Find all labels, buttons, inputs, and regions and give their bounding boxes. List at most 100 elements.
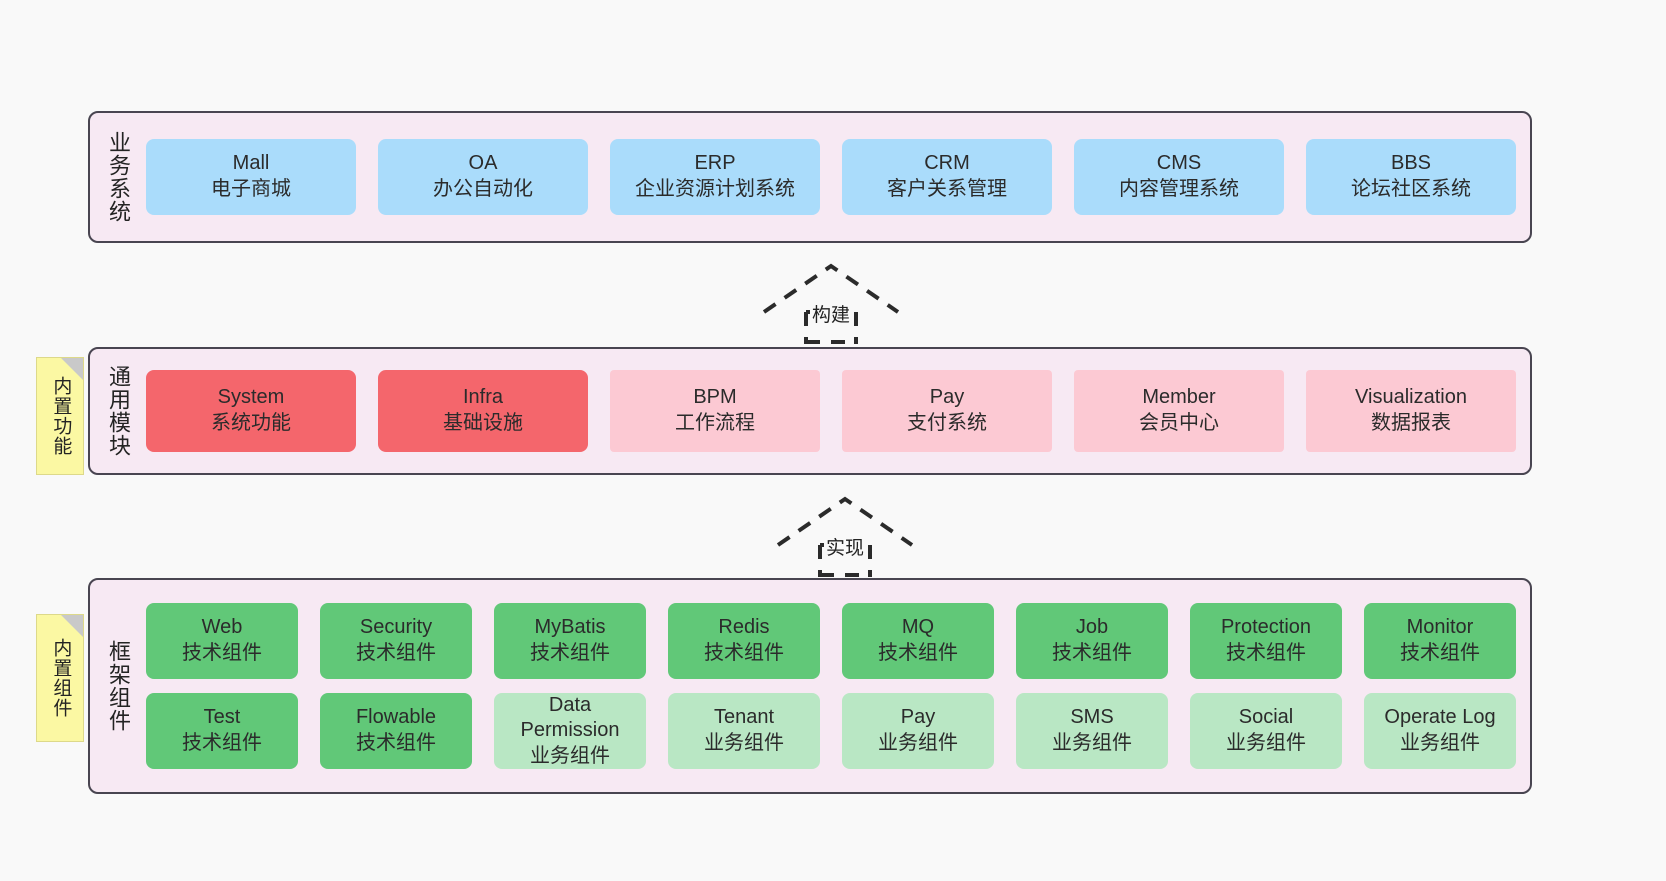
layer-label-business-system: 业务系统	[105, 131, 131, 223]
node-crm[interactable]: CRM 客户关系管理	[842, 139, 1052, 215]
node-mybatis[interactable]: MyBatis 技术组件	[494, 603, 646, 679]
node-title: Pay	[900, 706, 936, 729]
layer-body-framework-components: Web 技术组件 Security 技术组件 MyBatis 技术组件 Redi…	[146, 580, 1530, 792]
node-operate-log[interactable]: Operate Log 业务组件	[1364, 693, 1516, 769]
node-visualization[interactable]: Visualization 数据报表	[1306, 370, 1516, 452]
node-system[interactable]: System 系统功能	[146, 370, 356, 452]
node-title: ERP	[694, 152, 736, 175]
node-sms[interactable]: SMS 业务组件	[1016, 693, 1168, 769]
layer-body-common-modules: System 系统功能 Infra 基础设施 BPM 工作流程 Pay 支付系统…	[146, 349, 1530, 473]
node-title: CRM	[924, 152, 970, 175]
node-title: Job	[1075, 616, 1109, 639]
node-row: Web 技术组件 Security 技术组件 MyBatis 技术组件 Redi…	[146, 603, 1516, 679]
layer-body-business-system: Mall 电子商城 OA 办公自动化 ERP 企业资源计划系统 CRM 客户关系…	[146, 113, 1530, 241]
node-subtitle: 客户关系管理	[887, 178, 1007, 200]
node-pay[interactable]: Pay 支付系统	[842, 370, 1052, 452]
node-subtitle: 系统功能	[211, 412, 291, 434]
node-oa[interactable]: OA 办公自动化	[378, 139, 588, 215]
node-member[interactable]: Member 会员中心	[1074, 370, 1284, 452]
node-subtitle: 技术组件	[878, 642, 958, 664]
node-bbs[interactable]: BBS 论坛社区系统	[1306, 139, 1516, 215]
node-title: Security	[359, 616, 433, 639]
layer-business-system: 业务系统 Mall 电子商城 OA 办公自动化 ERP 企业资源计划系统 CRM…	[88, 111, 1532, 243]
sticky-note-label: 内置功能	[50, 376, 72, 456]
node-title: Monitor	[1406, 616, 1474, 639]
node-subtitle: 企业资源计划系统	[635, 178, 795, 200]
node-title: Flowable	[355, 706, 437, 729]
node-title: MQ	[901, 616, 935, 639]
node-subtitle: 业务组件	[530, 744, 610, 767]
node-cms[interactable]: CMS 内容管理系统	[1074, 139, 1284, 215]
layer-framework-components: 框架组件 Web 技术组件 Security 技术组件 MyBatis 技术组件…	[88, 578, 1532, 794]
node-test[interactable]: Test 技术组件	[146, 693, 298, 769]
node-title: Web	[201, 616, 243, 639]
sticky-note-builtin-components: 内置组件	[36, 614, 84, 742]
node-subtitle: 论坛社区系统	[1351, 178, 1471, 200]
node-subtitle: 技术组件	[356, 732, 436, 754]
node-subtitle: 电子商城	[211, 178, 291, 200]
connector-build: 构建	[760, 262, 902, 344]
node-subtitle: 技术组件	[530, 642, 610, 664]
node-security[interactable]: Security 技术组件	[320, 603, 472, 679]
node-subtitle: 业务组件	[1400, 732, 1480, 754]
node-subtitle: 技术组件	[182, 642, 262, 664]
node-title: OA	[468, 152, 498, 175]
node-title: Tenant	[713, 706, 775, 729]
node-title: Operate Log	[1384, 706, 1496, 729]
node-mq[interactable]: MQ 技术组件	[842, 603, 994, 679]
node-subtitle: 技术组件	[1400, 642, 1480, 664]
node-title: Social	[1238, 706, 1294, 729]
generalization-arrow-icon	[776, 496, 914, 577]
node-subtitle: 技术组件	[704, 642, 784, 664]
node-data-permission[interactable]: Data Permission 业务组件	[494, 693, 646, 769]
node-title: BBS	[1390, 152, 1432, 175]
node-job[interactable]: Job 技术组件	[1016, 603, 1168, 679]
node-erp[interactable]: ERP 企业资源计划系统	[610, 139, 820, 215]
node-title: Redis	[718, 616, 770, 639]
node-infra[interactable]: Infra 基础设施	[378, 370, 588, 452]
node-redis[interactable]: Redis 技术组件	[668, 603, 820, 679]
node-subtitle: 技术组件	[1052, 642, 1132, 664]
sticky-note-builtin-features: 内置功能	[36, 357, 84, 475]
node-title: Member	[1142, 386, 1216, 409]
node-protection[interactable]: Protection 技术组件	[1190, 603, 1342, 679]
node-subtitle: 数据报表	[1371, 412, 1451, 434]
node-title: Test	[203, 706, 241, 729]
node-subtitle: 技术组件	[356, 642, 436, 664]
node-social[interactable]: Social 业务组件	[1190, 693, 1342, 769]
node-title: System	[217, 386, 285, 409]
sticky-note-label: 内置组件	[50, 638, 72, 718]
node-title: SMS	[1070, 706, 1114, 729]
connector-label: 构建	[809, 300, 853, 327]
node-flowable[interactable]: Flowable 技术组件	[320, 693, 472, 769]
node-subtitle: 技术组件	[182, 732, 262, 754]
connector-label: 实现	[823, 533, 867, 560]
layer-label-framework-components: 框架组件	[105, 640, 131, 732]
node-pay-business[interactable]: Pay 业务组件	[842, 693, 994, 769]
node-subtitle: 支付系统	[907, 412, 987, 434]
node-tenant[interactable]: Tenant 业务组件	[668, 693, 820, 769]
node-subtitle: 业务组件	[878, 732, 958, 754]
node-row: Test 技术组件 Flowable 技术组件 Data Permission …	[146, 693, 1516, 769]
node-subtitle: 工作流程	[675, 412, 755, 434]
node-row: System 系统功能 Infra 基础设施 BPM 工作流程 Pay 支付系统…	[146, 370, 1516, 452]
generalization-arrow-icon	[762, 263, 900, 344]
node-subtitle: 会员中心	[1139, 412, 1219, 434]
layer-label-common-modules: 通用模块	[105, 365, 131, 457]
node-subtitle: 业务组件	[704, 732, 784, 754]
node-bpm[interactable]: BPM 工作流程	[610, 370, 820, 452]
node-monitor[interactable]: Monitor 技术组件	[1364, 603, 1516, 679]
node-subtitle: 技术组件	[1226, 642, 1306, 664]
node-title: Pay	[929, 386, 965, 409]
node-subtitle: 基础设施	[443, 412, 523, 434]
node-title: Protection	[1220, 616, 1312, 639]
node-title: Mall	[232, 152, 270, 175]
connector-implement: 实现	[774, 495, 916, 577]
node-mall[interactable]: Mall 电子商城	[146, 139, 356, 215]
node-title: Data Permission	[520, 693, 620, 742]
node-subtitle: 业务组件	[1226, 732, 1306, 754]
node-web[interactable]: Web 技术组件	[146, 603, 298, 679]
layer-common-modules: 通用模块 System 系统功能 Infra 基础设施 BPM 工作流程 Pay…	[88, 347, 1532, 475]
node-title: MyBatis	[534, 616, 606, 639]
node-title: CMS	[1156, 152, 1202, 175]
